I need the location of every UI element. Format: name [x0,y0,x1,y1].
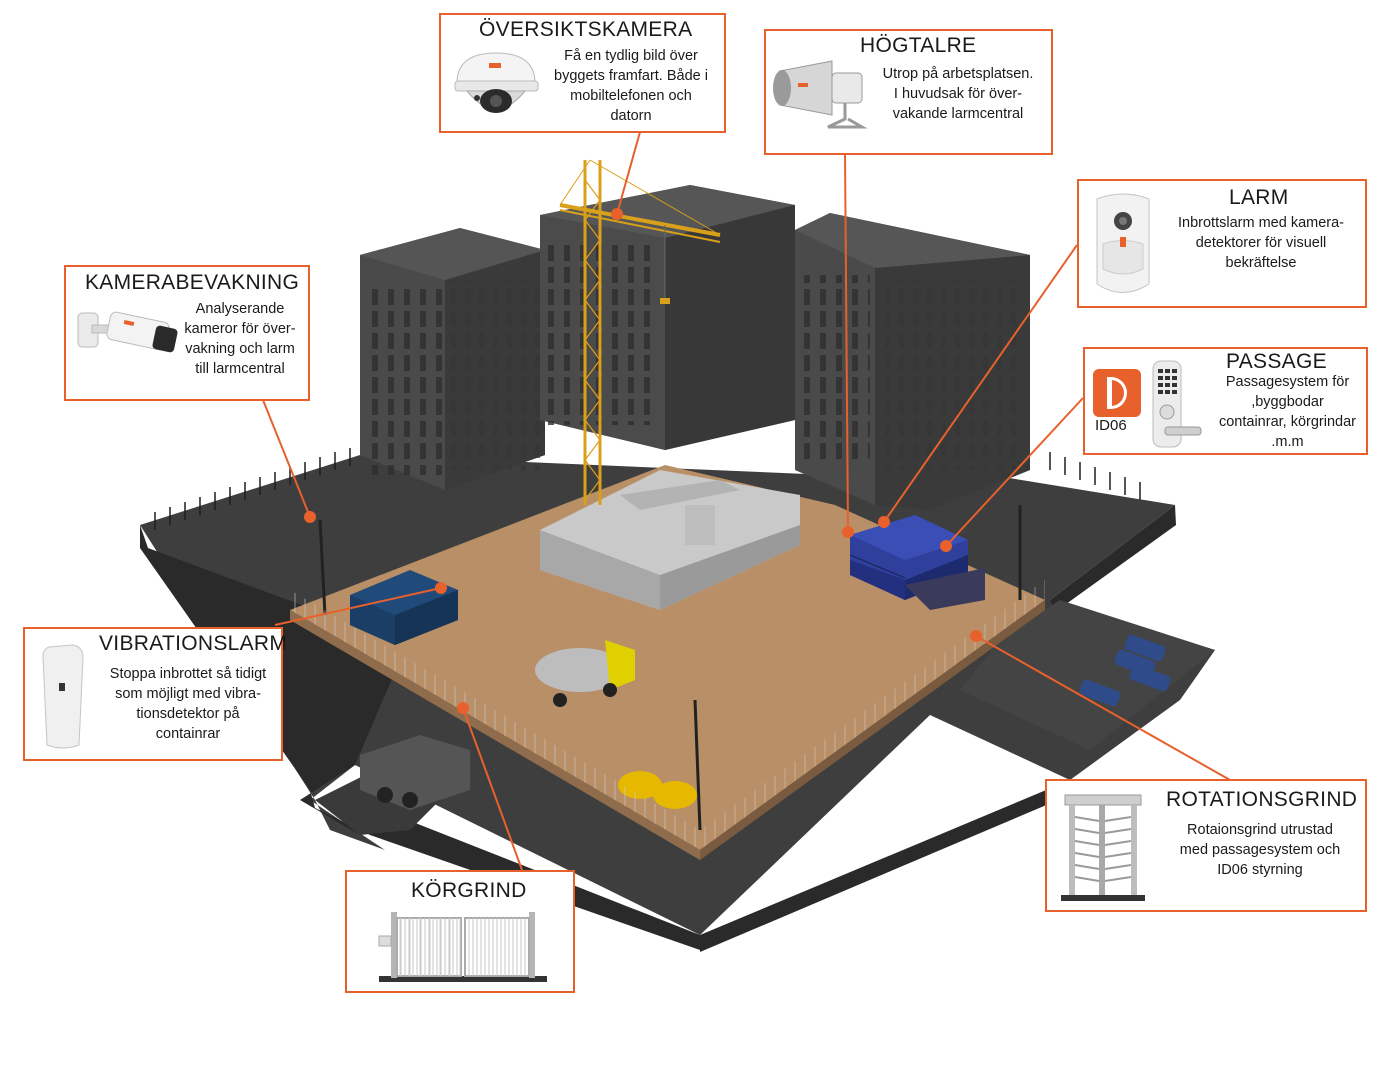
concrete-foundation [540,470,800,610]
callout-title: ROTATIONSGRIND [1166,788,1358,811]
bullet-camera-icon [77,311,178,353]
callout-description: Inbrottslarm med kamera- detektorer för … [1178,215,1344,271]
vehicle-gate-icon [378,912,547,982]
callout-description: Utrop på arbetsplatsen. I huvudsak för ö… [882,66,1034,122]
front-fence [290,590,700,850]
id06-badge-label: ID06 [1095,417,1127,434]
tower-crane [559,159,721,505]
dome-camera-icon [454,52,539,113]
callout-kamerabevakning: KAMERABEVAKNING Analyserande kameror för… [64,265,310,401]
callout-vibrationslarm: VIBRATIONSLARM Stoppa inbrottet så tidig… [23,627,287,761]
right-fence [700,580,1045,850]
callout-description: Få en tydlig bild över byggets framfart.… [554,48,708,124]
callout-title: KÖRGRIND [411,879,527,902]
parked-cars [1079,634,1171,707]
callout-description: Passagesystem för ,byggbodar containrar,… [1218,374,1356,450]
callout-title: PASSAGE [1226,350,1327,373]
tanker-truck [535,640,635,707]
light-poles [318,505,1022,831]
building-right [795,213,1030,510]
site-office-containers [849,515,985,610]
leader-lines [262,131,1231,871]
horn-speaker-icon [773,60,868,129]
callout-title: HÖGTALRE [860,34,977,57]
truck-on-road [360,735,470,810]
callout-description: Analyserande kameror för över- vakning o… [184,301,296,377]
callout-korgrind: KÖRGRIND [345,870,575,993]
callout-oversiktskamera: ÖVERSIKTSKAMERA Få en tydlig bild över b… [439,13,726,133]
callout-rotationsgrind: ROTATIONSGRIND Rotaionsgrind utrustad me… [1045,779,1367,912]
callout-title: LARM [1229,186,1289,209]
id06-logo [1093,369,1141,417]
callout-description: Stoppa inbrottet så tidigt som möjligt m… [109,666,267,742]
vibration-sensor-icon [42,644,84,749]
callout-hogtalre: HÖGTALRE Utrop på arbetsplatsen. I huvud… [764,29,1053,155]
perimeter-fence [154,448,1141,530]
callout-title: ÖVERSIKTSKAMERA [479,18,693,41]
callout-larm: LARM Inbrottslarm med kamera- detektorer… [1077,179,1367,308]
keypad-lock-icon [1152,360,1202,448]
leader-dots [304,208,982,714]
callout-title: KAMERABEVAKNING [85,271,300,294]
building-center [540,185,795,450]
building-left [360,228,545,490]
callout-description: Rotaionsgrind utrustad med passagesystem… [1179,822,1341,878]
motion-detector-icon [1096,193,1150,293]
callout-title: VIBRATIONSLARM [99,632,288,655]
turnstile-icon [1061,794,1145,901]
storage-containers [350,570,458,645]
callout-passage: ID06 PASSAGE Passagesystem för ,byggboda… [1083,347,1368,455]
